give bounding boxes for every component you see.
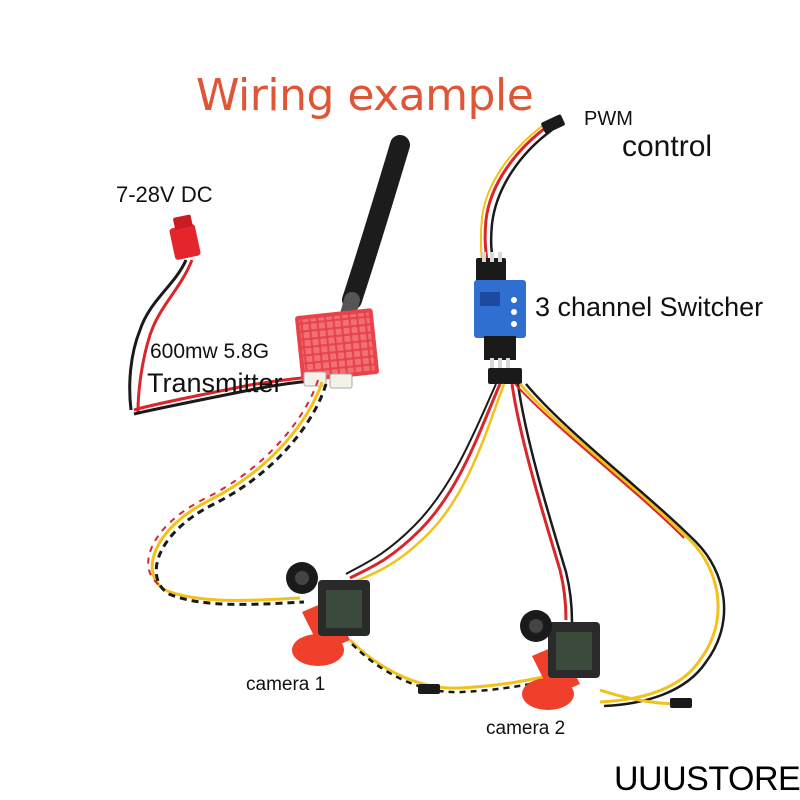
camera2-label: camera 2 xyxy=(486,718,566,739)
pwm-label: PWM xyxy=(584,108,633,130)
transmitter-spec-label: 600mw 5.8G xyxy=(150,340,270,363)
transmitter-module xyxy=(295,308,379,389)
pwm-lead xyxy=(479,123,553,263)
power-label: 7-28V DC xyxy=(116,182,213,207)
control-label: control xyxy=(622,130,713,163)
switcher-to-camera2-cable xyxy=(510,383,574,623)
jst-connector-icon xyxy=(169,214,201,260)
store-watermark: UUUSTORE xyxy=(614,760,800,798)
heatsink-icon xyxy=(299,312,375,378)
camera2-output-cable xyxy=(599,688,692,708)
camera1-output-cable xyxy=(348,638,551,694)
transmitter-to-camera1-cable xyxy=(147,379,328,606)
switcher-to-camera3-cable xyxy=(514,383,726,708)
switcher-label: 3 channel Switcher xyxy=(535,292,764,322)
switcher-board xyxy=(474,252,526,384)
camera-icon xyxy=(520,610,600,710)
power-lead xyxy=(128,259,321,416)
camera-icon xyxy=(286,562,370,666)
switcher-to-camera1-cable xyxy=(345,383,506,584)
transmitter-label: Transmitter xyxy=(147,368,283,398)
diagram-title: Wiring example xyxy=(196,70,534,121)
antenna-icon xyxy=(338,135,410,330)
servo-plug-icon xyxy=(541,114,565,134)
camera1-label: camera 1 xyxy=(246,674,326,695)
